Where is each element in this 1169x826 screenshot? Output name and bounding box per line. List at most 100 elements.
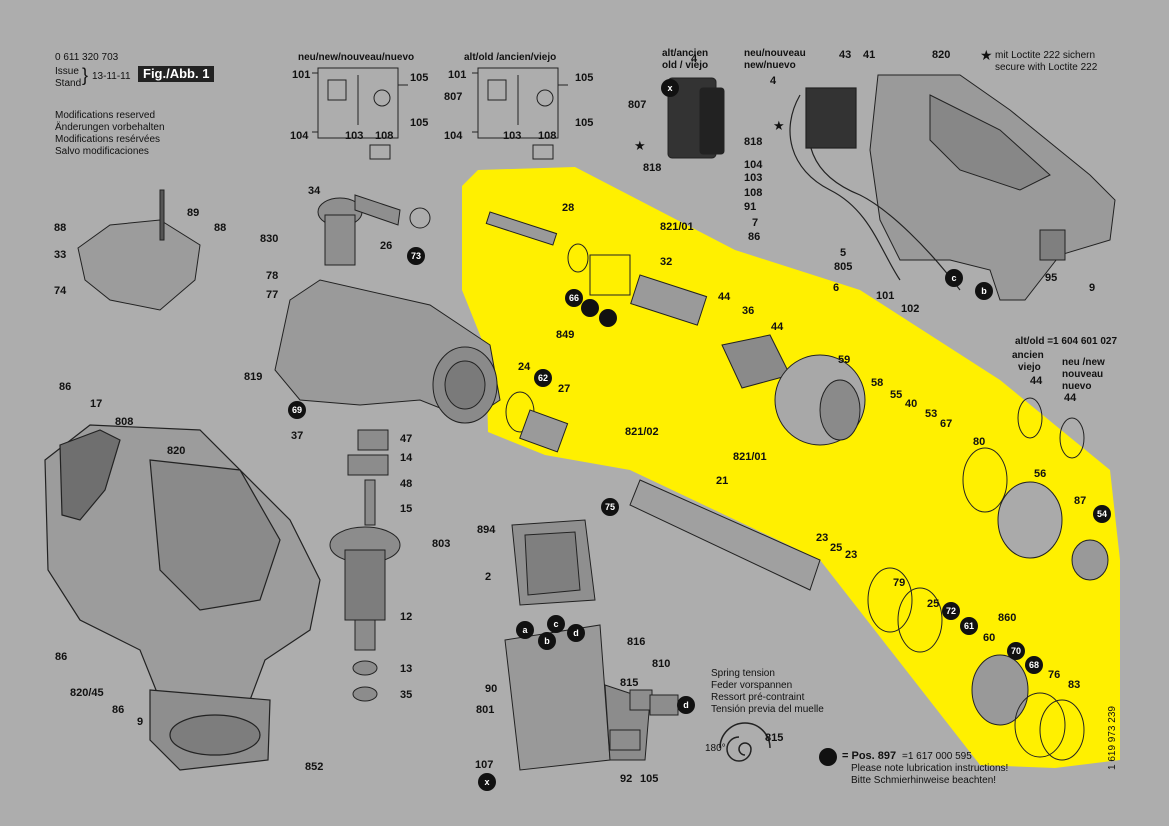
switch-old-title: old / viejo bbox=[662, 60, 709, 71]
part-label: 807 bbox=[628, 99, 647, 111]
angle-label: 180° bbox=[705, 743, 726, 754]
part-label: 105 bbox=[575, 117, 594, 129]
star-icon: ★ bbox=[980, 47, 993, 63]
lubrication-dot-icon bbox=[581, 299, 599, 317]
loctite-note: secure with Loctite 222 bbox=[995, 62, 1098, 73]
part-label: 818 bbox=[643, 162, 662, 174]
circle-part-label: 66 bbox=[565, 289, 583, 307]
part-label: 810 bbox=[652, 658, 671, 670]
part-label: 25 bbox=[927, 598, 940, 610]
part-label: 15 bbox=[400, 503, 413, 515]
old-ring-left: viejo bbox=[1018, 362, 1041, 373]
part-label: 101 bbox=[448, 69, 467, 81]
spring-tension-line: Ressort pré-contraint bbox=[711, 692, 805, 703]
circle-part-label: c bbox=[547, 615, 565, 633]
springs bbox=[505, 243, 1085, 761]
schematic-new-title: neu/new/nouveau/nuevo bbox=[298, 52, 415, 63]
part-label: 26 bbox=[380, 240, 393, 252]
part-label: 25 bbox=[830, 542, 843, 554]
part-label: 78 bbox=[266, 270, 279, 282]
part-label: 819 bbox=[244, 371, 263, 383]
part-label: 86 bbox=[59, 381, 72, 393]
modifications-line: Modifications reserved bbox=[55, 110, 156, 121]
circle-part-label: 69 bbox=[288, 401, 306, 419]
part-label: 90 bbox=[485, 683, 498, 695]
armature bbox=[329, 429, 401, 702]
holder-assembly bbox=[519, 254, 631, 453]
circle-part-label: x bbox=[661, 79, 679, 97]
circle-part-label: 62 bbox=[534, 369, 552, 387]
brush-holder bbox=[609, 689, 679, 751]
part-label: 108 bbox=[538, 130, 557, 142]
part-label: 87 bbox=[1074, 495, 1087, 507]
part-label: 108 bbox=[744, 187, 763, 199]
part-label: 803 bbox=[432, 538, 451, 550]
old-ring-note: alt/old =1 604 601 027 bbox=[1015, 336, 1118, 347]
lubrication-dot-icon bbox=[819, 748, 837, 766]
part-label: 32 bbox=[660, 256, 673, 268]
modifications-line: Salvo modificaciones bbox=[55, 146, 149, 157]
part-label: 83 bbox=[1068, 679, 1081, 691]
part-label: 820 bbox=[932, 49, 951, 61]
part-label: 9 bbox=[1089, 282, 1096, 294]
part-label: 14 bbox=[400, 452, 413, 464]
part-label: 44 bbox=[771, 321, 784, 333]
part-label: 815 bbox=[765, 732, 784, 744]
part-label: 23 bbox=[816, 532, 829, 544]
schematic-old-title: alt/old /ancien/viejo bbox=[464, 52, 557, 63]
circle-part-label: 68 bbox=[1025, 656, 1043, 674]
part-label: 816 bbox=[627, 636, 646, 648]
part-label: 58 bbox=[871, 377, 884, 389]
spring-tension-line: Spring tension bbox=[711, 668, 775, 679]
hammer-tube-upper bbox=[485, 211, 866, 446]
circle-part-label: b bbox=[538, 632, 556, 650]
stator bbox=[511, 519, 596, 606]
wiring bbox=[789, 87, 961, 291]
part-label: 88 bbox=[214, 222, 227, 234]
part-label: 89 bbox=[187, 207, 200, 219]
part-label: 41 bbox=[863, 49, 876, 61]
part-label: 86 bbox=[748, 231, 761, 243]
part-label: 91 bbox=[744, 201, 757, 213]
gearbox-housing bbox=[274, 279, 501, 424]
part-label: 88 bbox=[54, 222, 67, 234]
circle-part-label: x bbox=[478, 773, 496, 791]
part-label: 101 bbox=[876, 290, 895, 302]
part-label: 67 bbox=[940, 418, 953, 430]
lubrication-line: Please note lubrication instructions! bbox=[851, 763, 1009, 774]
part-label: 7 bbox=[752, 217, 759, 229]
issue-label: Issue bbox=[55, 66, 79, 77]
brace-icon: } bbox=[82, 65, 89, 85]
part-label: 53 bbox=[925, 408, 938, 420]
switch-new-title: new/nuevo bbox=[744, 60, 796, 71]
part-label: 104 bbox=[744, 159, 763, 171]
modifications-line: Änderungen vorbehalten bbox=[55, 122, 165, 133]
part-label: 852 bbox=[305, 761, 324, 773]
part-label: 34 bbox=[308, 185, 321, 197]
figure-label: Fig./Abb. 1 bbox=[138, 66, 215, 83]
part-label: 80 bbox=[973, 436, 986, 448]
part-label: 105 bbox=[640, 773, 659, 785]
part-label: 849 bbox=[556, 329, 575, 341]
circle-part-label: d bbox=[677, 696, 695, 714]
old-ring-left: ancien bbox=[1012, 350, 1044, 361]
part-label: 77 bbox=[266, 289, 279, 301]
part-label: 821/02 bbox=[625, 426, 659, 438]
star-icon: ★ bbox=[773, 118, 785, 133]
circle-part-label: 54 bbox=[1093, 505, 1111, 523]
lubrication-dot-icon bbox=[599, 309, 617, 327]
part-label: 860 bbox=[998, 612, 1017, 624]
part-label: 103 bbox=[744, 172, 763, 184]
part-label: 44 bbox=[718, 291, 731, 303]
schematic-new bbox=[312, 67, 408, 160]
part-label: 820 bbox=[167, 445, 186, 457]
part-label: 27 bbox=[558, 383, 571, 395]
part-label: 102 bbox=[901, 303, 920, 315]
part-label: 21 bbox=[716, 475, 729, 487]
stand-label: Stand bbox=[55, 78, 82, 89]
part-label: 4 bbox=[691, 53, 698, 65]
part-label: 37 bbox=[291, 430, 304, 442]
part-label: 13 bbox=[400, 663, 413, 675]
part-label: 43 bbox=[839, 49, 852, 61]
part-label: 86 bbox=[112, 704, 125, 716]
